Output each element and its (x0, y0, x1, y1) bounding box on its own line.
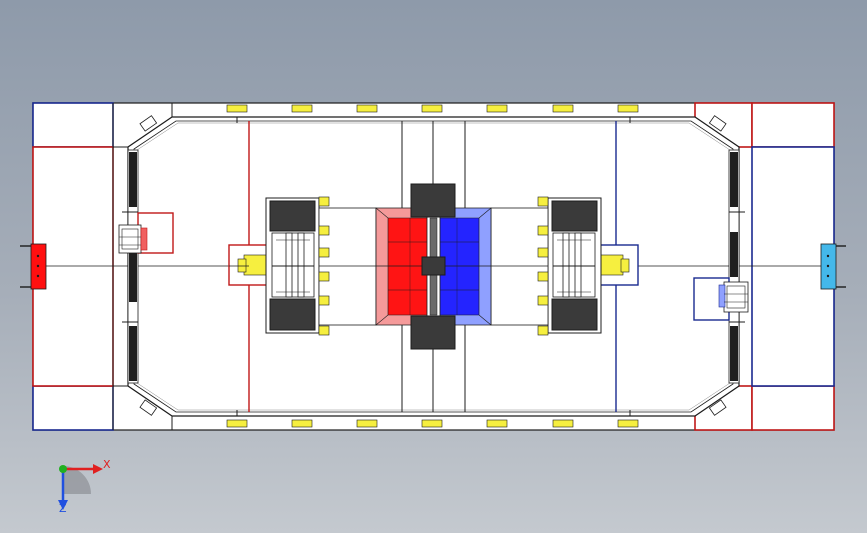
left-scoring-hub (228, 196, 377, 336)
rail-marker-bottom (226, 419, 248, 428)
right-loading-station (693, 277, 749, 321)
rail-marker-top (291, 104, 313, 113)
center-platform (229, 183, 548, 350)
hub-marker (318, 247, 330, 258)
right-driver-station (694, 102, 835, 431)
hub-marker (318, 225, 330, 236)
rail-marker-bottom (486, 419, 508, 428)
rail-marker-bottom (617, 419, 639, 428)
left-end-goal (20, 243, 47, 290)
rail-marker-top (486, 104, 508, 113)
left-guard-strip (122, 149, 139, 384)
hub-marker (537, 196, 549, 207)
rail-markers (226, 104, 639, 428)
rail-marker-top (552, 104, 574, 113)
right-end-goal (820, 243, 846, 290)
hub-marker (318, 271, 330, 282)
hub-marker (537, 295, 549, 306)
rail-marker-bottom (291, 419, 313, 428)
rail-marker-bottom (421, 419, 443, 428)
rail-marker-bottom (552, 419, 574, 428)
right-scoring-hub (490, 196, 639, 336)
rail-marker-top (356, 104, 378, 113)
right-guard-strip (728, 149, 745, 384)
hub-marker (537, 225, 549, 236)
hub-marker (537, 247, 549, 258)
rail-marker-top (617, 104, 639, 113)
left-loading-station (118, 212, 174, 254)
hub-marker (318, 325, 330, 336)
hub-marker (318, 196, 330, 207)
rail-marker-top (226, 104, 248, 113)
hub-marker (537, 325, 549, 336)
coordinate-triad: X Z (58, 458, 111, 515)
rail-marker-top (421, 104, 443, 113)
rail-marker-bottom (356, 419, 378, 428)
hub-marker (537, 271, 549, 282)
x-axis-label: X (103, 458, 111, 471)
y-axis-arrow (59, 465, 67, 473)
z-axis-label: Z (59, 502, 67, 515)
hub-marker (318, 295, 330, 306)
